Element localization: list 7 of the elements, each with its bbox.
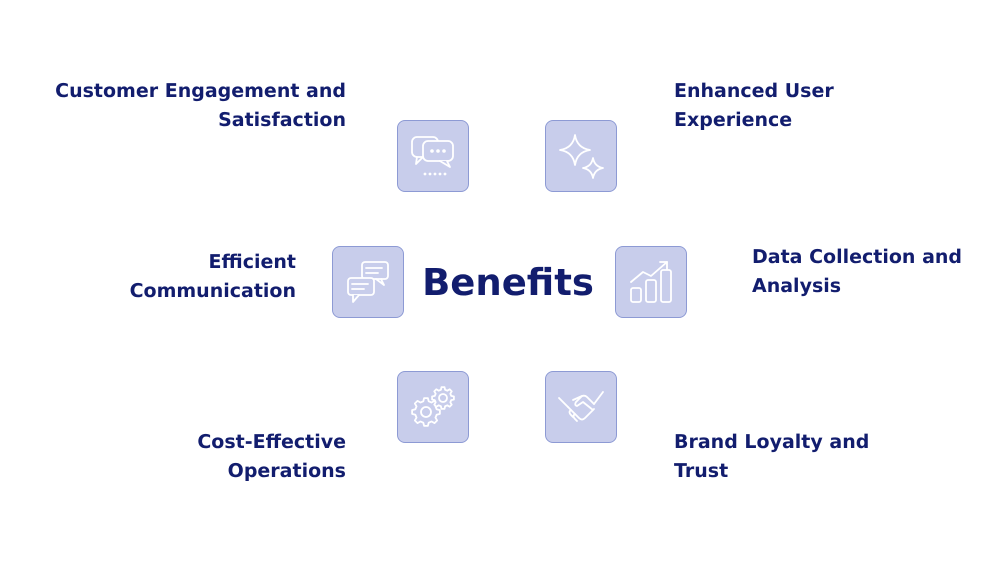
benefit-label: Enhanced User Experience [674, 79, 835, 133]
title: Benefits [422, 261, 594, 305]
benefit-label: Customer Engagement and Satisfaction [54, 79, 346, 133]
benefit-label: Brand Loyalty and Trust [674, 430, 870, 484]
benefit-label: Cost-Effective Operations [196, 430, 346, 484]
benefit-label: Data Collection and Analysis [752, 245, 964, 299]
benefit-label: Efficient Communication [128, 250, 296, 304]
